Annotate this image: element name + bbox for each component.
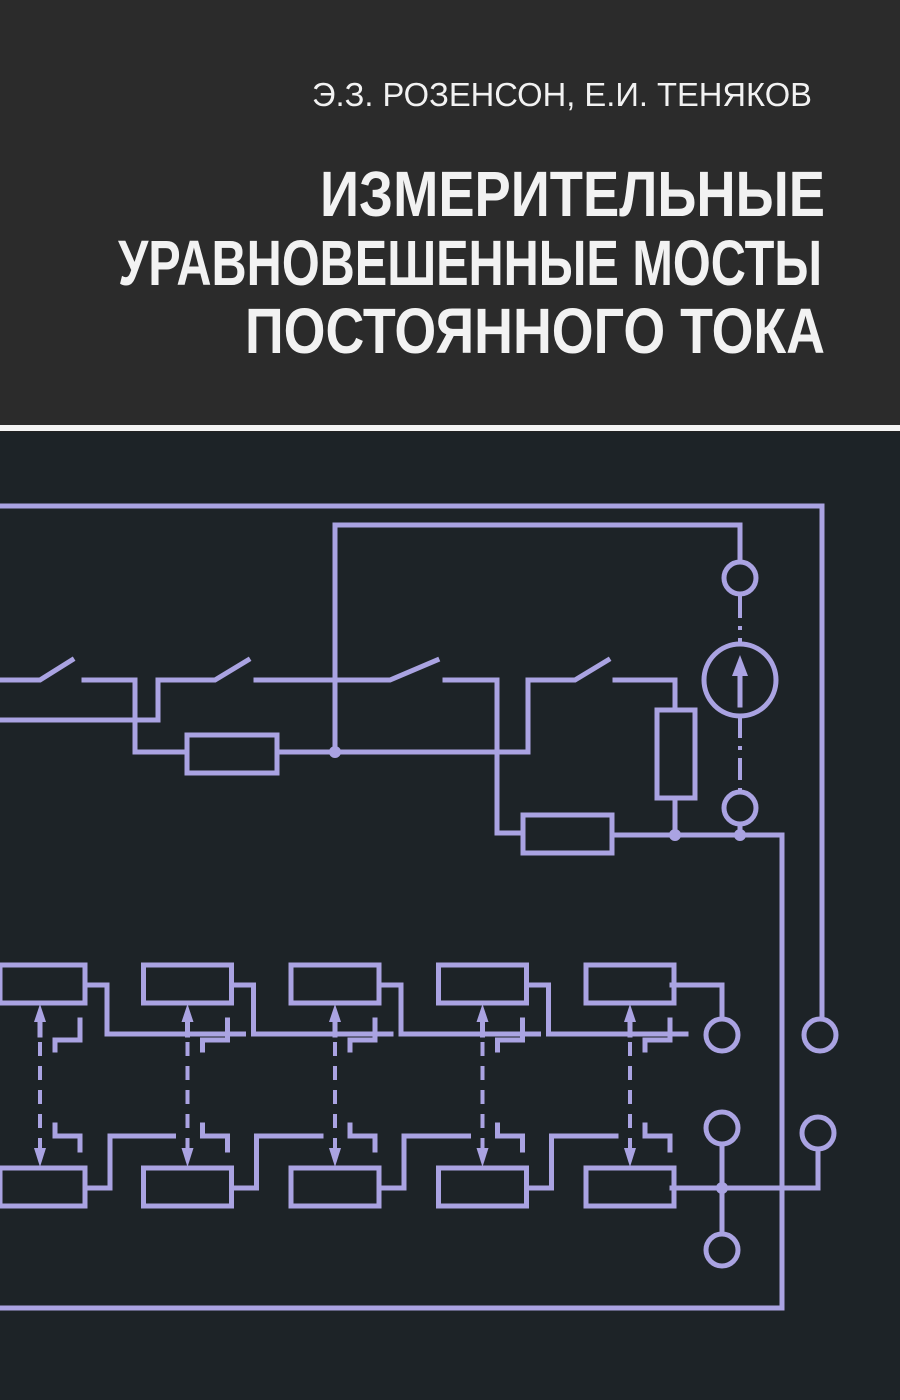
wire-top <box>229 982 394 1037</box>
arrow-down-icon <box>181 1148 194 1167</box>
contact-top <box>52 1017 83 1053</box>
contact-top <box>495 1017 525 1053</box>
contact-top <box>200 1017 230 1053</box>
title-line-1: ИЗМЕРИТЕЛЬНЫЕ <box>320 158 825 230</box>
top-panel <box>0 0 900 425</box>
wire-bottom <box>229 1133 324 1191</box>
arrow-down-icon <box>476 1148 489 1167</box>
arrow-up-icon <box>624 1004 636 1022</box>
wire-bottom <box>376 1133 471 1191</box>
arrow-up-icon <box>476 1004 489 1022</box>
wire-top <box>524 982 689 1037</box>
contact-bottom <box>200 1122 230 1153</box>
arrow-down-icon <box>329 1148 341 1167</box>
contact-bottom <box>495 1122 525 1153</box>
wire-top <box>82 982 246 1037</box>
title-line-2: УРАВНОВЕШЕННЫЕ МОСТЫ <box>118 227 822 299</box>
authors: Э.З. РОЗЕНСОН, Е.И. ТЕНЯКОВ <box>312 76 812 113</box>
bridge-circuit-diagram-icon <box>0 503 839 1311</box>
wire-top <box>376 982 541 1037</box>
title-line-3: ПОСТОЯННОГО ТОКА <box>245 295 825 367</box>
arrow-down-icon <box>624 1148 636 1167</box>
contact-bottom <box>642 1122 673 1153</box>
arrow-down-icon <box>34 1148 46 1167</box>
contact-bottom <box>347 1122 378 1153</box>
arrow-up-icon <box>329 1004 341 1022</box>
wire-bottom <box>524 1133 619 1191</box>
bottom-panel <box>0 432 900 1400</box>
wire-bottom <box>82 1133 176 1191</box>
divider-line <box>0 425 900 431</box>
contact-top <box>347 1017 378 1053</box>
contact-top <box>642 1017 673 1053</box>
arrow-up-icon <box>34 1004 46 1022</box>
arrow-up-icon <box>181 1004 194 1022</box>
contact-bottom <box>52 1122 83 1153</box>
